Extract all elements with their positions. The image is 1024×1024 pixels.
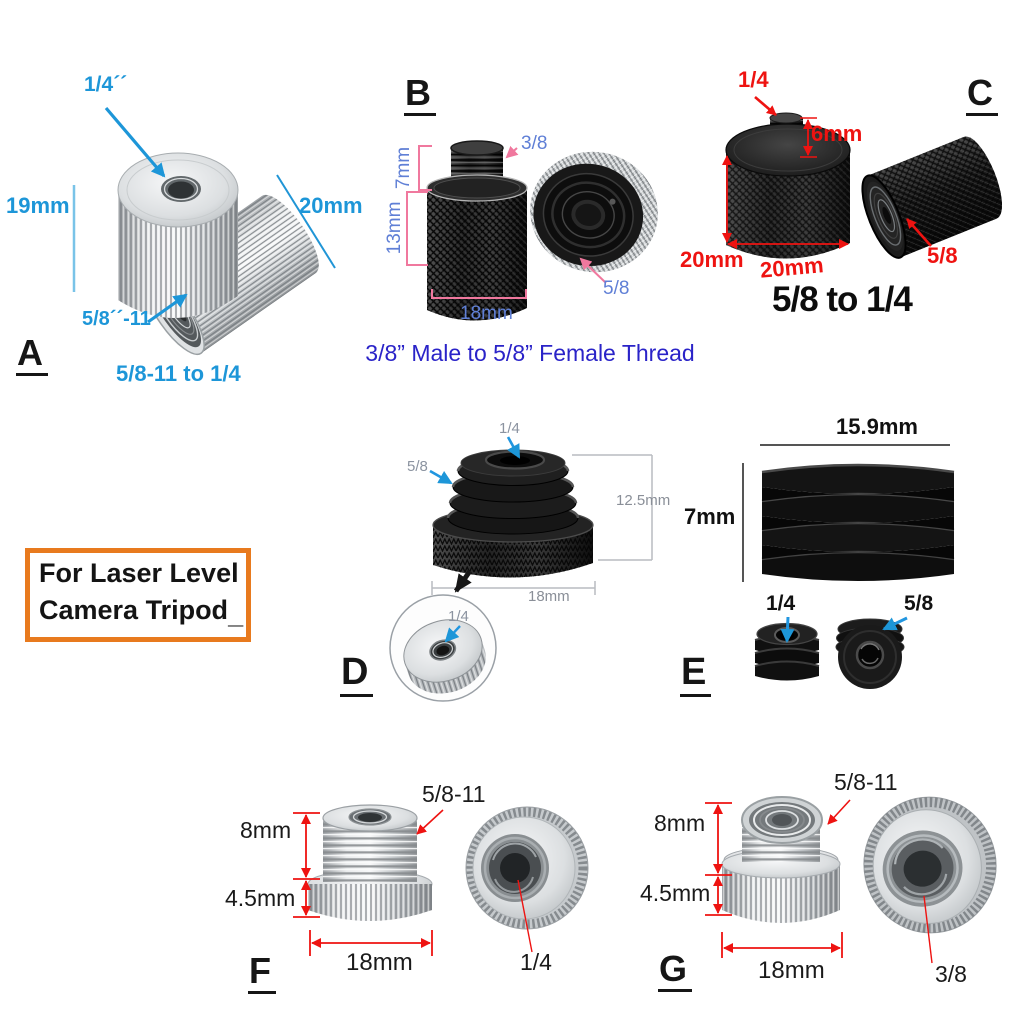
adapter-g-face-photo: [863, 796, 997, 934]
section-letter-a: A: [16, 334, 48, 376]
arrow-a-quarter: [104, 106, 166, 178]
section-e: 15.9mm 7mm 1/4 5/8 E: [670, 405, 1024, 715]
adapter-a-upright-photo: [117, 152, 239, 319]
label-d-height: 12.5mm: [616, 492, 671, 509]
label-a-top-thread: 1/4´´: [84, 73, 128, 96]
note-cursor: _: [228, 599, 244, 629]
annotation-lines-c: [722, 96, 932, 249]
label-g-upper-height: 8mm: [654, 810, 706, 836]
label-d-inset-hole: 1/4: [448, 608, 469, 625]
section-a: 1/4´´ 19mm 20mm 5/8´´-11 A 5/8-11 to 1/4: [0, 0, 370, 400]
label-f-upper-height: 8mm: [240, 817, 292, 843]
dim-line-d-height: [572, 454, 653, 561]
note-box: For Laser Level Camera Tripod_: [25, 548, 251, 642]
label-b-male-height: 7mm: [393, 146, 415, 190]
caption-c: 5/8 to 1/4: [772, 280, 913, 319]
arrow-b-female-thread: [579, 257, 607, 284]
adapter-b-cap-photo: [530, 151, 658, 273]
label-f-hole: 1/4: [520, 949, 552, 975]
label-c-height: 20mm: [680, 247, 744, 272]
label-d-side-thread: 5/8: [407, 458, 428, 475]
section-letter-g: G: [658, 950, 693, 992]
annotation-lines-a: [72, 106, 336, 324]
adapter-b-body-photo: [426, 140, 528, 321]
section-letter-c: C: [966, 74, 998, 116]
arrow-g-thread: [827, 799, 851, 825]
dim-bracket-b-7mm: [418, 145, 432, 191]
annotation-lines-b: [406, 145, 607, 299]
label-e-height: 7mm: [684, 504, 736, 529]
label-b-width: 18mm: [460, 303, 513, 324]
adapter-g-side-photo: [721, 796, 841, 923]
label-a-height: 19mm: [6, 193, 70, 218]
label-g-lower-height: 4.5mm: [640, 880, 711, 906]
adapter-f-side-photo: [307, 804, 433, 921]
arrow-f-thread: [416, 809, 444, 835]
adapter-d-photo: [432, 449, 594, 578]
note-line-2: Camera Tripod_: [39, 592, 246, 629]
arrow-a-inner-thread: [147, 293, 188, 324]
arrow-b-male-thread: [505, 145, 519, 159]
section-c: 1/4 6mm 20mm 20mm 5/8 C 5/8 to 1/4: [680, 40, 1024, 350]
adapter-c-nut-photo: [861, 136, 1002, 259]
adapter-f-face-photo: [465, 806, 589, 930]
label-f-lower-height: 4.5mm: [225, 885, 296, 911]
annotation-lines-e: [742, 444, 950, 643]
arrow-d-side-thread: [429, 469, 453, 485]
section-letter-f: F: [248, 952, 276, 994]
label-f-width: 18mm: [346, 949, 413, 976]
caption-b: 3/8” Male to 5/8” Female Thread: [365, 340, 695, 366]
label-g-width: 18mm: [758, 957, 825, 984]
arrow-c-female-thread: [906, 218, 932, 247]
label-b-female-thread: 5/8: [603, 278, 630, 299]
label-a-width: 20mm: [299, 193, 363, 218]
dim-line-a-width: [276, 174, 336, 269]
arrow-d-inset: [453, 569, 473, 593]
pointer-f-hole: [517, 879, 533, 953]
label-d-width: 18mm: [528, 588, 570, 605]
arrow-d-inset-hole: [444, 625, 461, 643]
section-b: B 3/8 7mm 13mm 18mm 5/8 3/8” Male to 5/8…: [360, 60, 700, 390]
label-g-thread: 5/8-11: [834, 769, 898, 795]
label-c-width: 20mm: [759, 252, 825, 283]
adapter-e-small-right-photo: [835, 618, 905, 689]
adapter-c-body-photo: [725, 112, 851, 259]
section-f: 5/8-11 8mm 4.5mm 18mm 1/4 F: [180, 760, 620, 1024]
inset-circle-d: [389, 594, 497, 702]
label-e-small-left: 1/4: [766, 592, 796, 615]
label-b-body-height: 13mm: [384, 201, 406, 255]
section-d: 1/4 5/8 12.5mm 18mm 1/4 D: [330, 405, 670, 715]
dim-bracket-b-13mm: [406, 191, 428, 266]
label-a-inner-thread: 5/8´´-11: [82, 308, 151, 330]
adapter-e-large-photo: [761, 463, 955, 581]
label-f-thread: 5/8-11: [422, 781, 486, 807]
annotation-lines-g: [705, 799, 933, 964]
section-g: 5/8-11 8mm 4.5mm 18mm 3/8 G: [620, 760, 1024, 1024]
label-c-female-thread: 5/8: [927, 243, 958, 268]
note-line-1: For Laser Level: [39, 558, 239, 588]
section-letter-e: E: [680, 652, 712, 697]
section-letter-d: D: [340, 652, 374, 697]
section-letter-b: B: [404, 74, 436, 116]
arrow-e-fiveeighths: [882, 616, 908, 631]
label-c-stud-height: 6mm: [811, 121, 863, 146]
arrow-e-quarter: [780, 616, 795, 643]
label-c-top-thread: 1/4: [738, 67, 769, 92]
label-b-male-thread: 3/8: [521, 133, 548, 154]
label-e-small-right: 5/8: [904, 592, 934, 615]
dim-bracket-b-18mm: [431, 289, 527, 299]
annotation-lines-f: [293, 809, 533, 956]
label-e-width: 15.9mm: [836, 414, 918, 439]
label-g-hole: 3/8: [935, 961, 967, 987]
annotation-lines-d: [429, 436, 653, 643]
caption-a: 5/8-11 to 1/4: [116, 361, 241, 386]
arrow-d-top-hole: [506, 436, 521, 459]
arrow-c-quarter: [754, 96, 777, 116]
pointer-g-hole: [923, 895, 933, 964]
label-d-top-hole: 1/4: [499, 420, 520, 437]
